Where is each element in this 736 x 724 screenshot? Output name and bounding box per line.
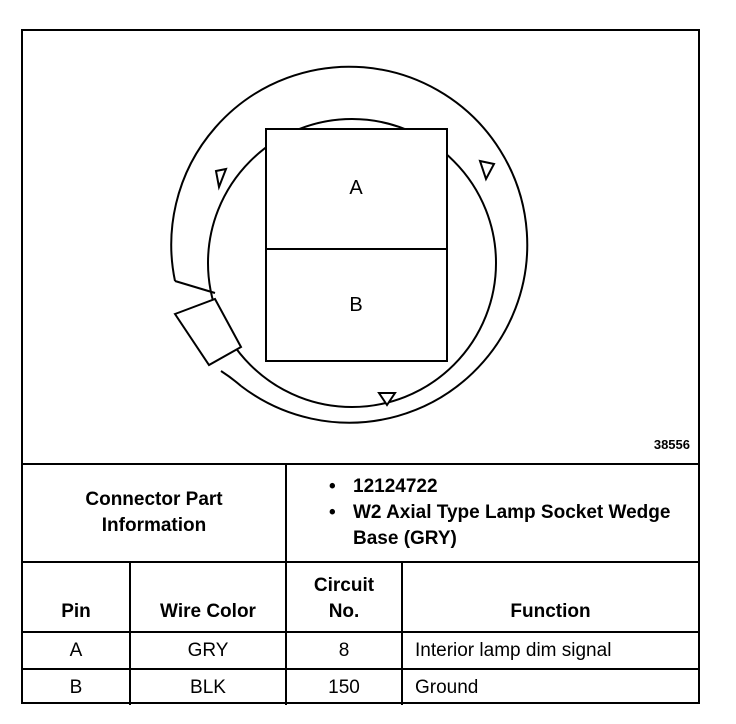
pin-cell: A [23,631,131,670]
connector-info-label-line2: Information [101,515,207,536]
cavity-a [265,128,448,250]
connector-drawing: A B [170,65,529,424]
key-notch-right [478,159,496,182]
figure-number: 38556 [653,437,690,452]
key-notch-left [214,167,228,191]
connector-outer-shell-lower [220,370,242,387]
header-circuit-no: Circuit No. [285,561,403,633]
header-function: Function [401,561,698,633]
connector-inner-body [207,118,497,408]
header-circuit-line1: Circuit [313,575,375,596]
key-notch-bottom [377,392,397,407]
cavity-b-label: B [349,294,362,316]
connector-diagram-frame: A B 38556 Connector Part Information 121… [21,29,700,705]
function-cell: Ground [401,668,698,705]
part-number: 12124722 [329,474,698,500]
table-row: A GRY 8 Interior lamp dim signal [23,631,698,670]
connector-outer-shell [170,65,529,424]
table-row: B BLK 150 Ground [23,668,698,705]
part-description: W2 Axial Type Lamp Socket Wedge Base (GR… [329,500,698,552]
connector-info-label-line1: Connector Part [85,489,223,510]
circuit-cell: 8 [285,631,403,670]
connector-info-row: Connector Part Information 12124722 W2 A… [23,463,698,563]
function-cell: Interior lamp dim signal [401,631,698,670]
table-header-row: Pin Wire Color Circuit No. Function [23,561,698,633]
connector-info-items: 12124722 W2 Axial Type Lamp Socket Wedge… [285,463,698,563]
header-wire-color: Wire Color [129,561,287,633]
circuit-cell: 150 [285,668,403,705]
wire-color-cell: GRY [129,631,287,670]
header-circuit-line2: No. [328,601,360,622]
header-pin: Pin [23,561,131,633]
wire-color-cell: BLK [129,668,287,705]
cavity-b [265,248,448,362]
locking-tab [173,297,243,367]
pinout-table: Connector Part Information 12124722 W2 A… [23,463,698,705]
pin-cell: B [23,668,131,705]
connector-face-view: A B 38556 [23,31,698,464]
connector-info-label: Connector Part Information [23,463,287,563]
cavity-a-label: A [349,177,363,199]
